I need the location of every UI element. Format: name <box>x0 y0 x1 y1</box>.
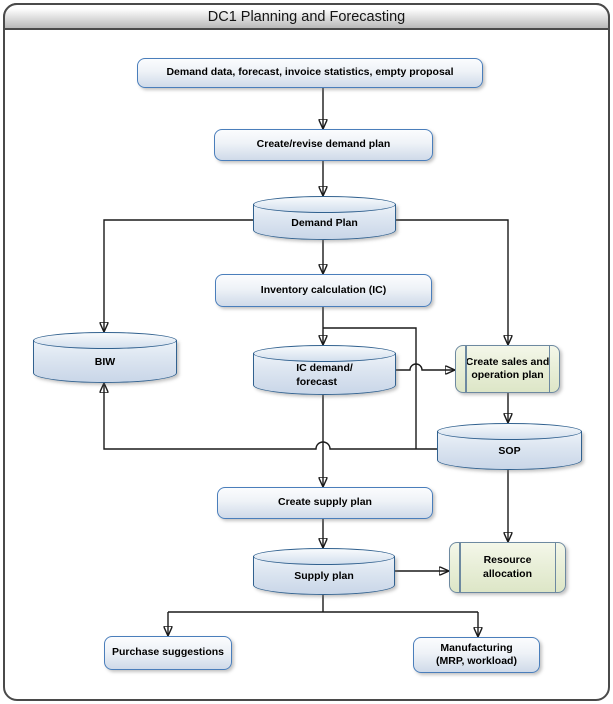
node-demand-data-label: Demand data, forecast, invoice statistic… <box>166 66 454 79</box>
node-inventory-calculation: Inventory calculation (IC) <box>215 274 432 307</box>
node-demand-plan-label: Demand Plan <box>291 216 358 229</box>
demand-plan-cylinder-top <box>253 196 396 213</box>
node-biw: BIW <box>33 332 177 383</box>
node-sop-label: SOP <box>498 445 521 458</box>
edge-inventorycalc-branch <box>323 327 417 449</box>
node-biw-label: BIW <box>94 356 116 369</box>
node-supply-plan-label: Supply plan <box>294 570 354 583</box>
node-ic-demand-forecast-label: IC demand/ forecast <box>296 362 353 388</box>
edge-sop-biw <box>104 383 437 450</box>
edge-icdemand-createsalesop <box>396 363 455 370</box>
node-create-supply-plan: Create supply plan <box>217 487 433 519</box>
edge-demandplan-createsalesop <box>396 219 508 345</box>
ic-demand-forecast-cylinder-top <box>253 345 396 362</box>
node-manufacturing: Manufacturing (MRP, workload) <box>413 637 540 673</box>
biw-cylinder-top <box>33 332 177 349</box>
node-create-revise-demand-plan-label: Create/revise demand plan <box>256 138 391 151</box>
node-create-revise-demand-plan: Create/revise demand plan <box>214 129 433 161</box>
node-inventory-calculation-label: Inventory calculation (IC) <box>260 283 387 296</box>
node-create-supply-plan-label: Create supply plan <box>278 496 372 509</box>
node-manufacturing-label: Manufacturing (MRP, workload) <box>436 641 517 667</box>
diagram-title: DC1 Planning and Forecasting <box>207 8 406 25</box>
node-resource-allocation: Resource allocation <box>449 542 566 593</box>
node-demand-plan: Demand Plan <box>253 196 396 240</box>
node-supply-plan: Supply plan <box>253 548 395 595</box>
node-sop: SOP <box>437 423 582 470</box>
node-purchase-suggestions: Purchase suggestions <box>104 636 232 670</box>
supply-plan-cylinder-top <box>253 548 395 565</box>
sop-cylinder-top <box>437 423 582 440</box>
node-demand-data: Demand data, forecast, invoice statistic… <box>137 58 483 88</box>
title-bar: DC1 Planning and Forecasting <box>3 3 610 30</box>
edge-demandplan-biw <box>104 219 253 332</box>
node-purchase-suggestions-label: Purchase suggestions <box>111 646 225 659</box>
node-create-sales-operation-plan-label: Create sales and operation plan <box>465 355 550 381</box>
node-create-sales-operation-plan: Create sales and operation plan <box>455 345 560 393</box>
node-resource-allocation-label: Resource allocation <box>482 554 532 580</box>
node-ic-demand-forecast: IC demand/ forecast <box>253 345 396 395</box>
